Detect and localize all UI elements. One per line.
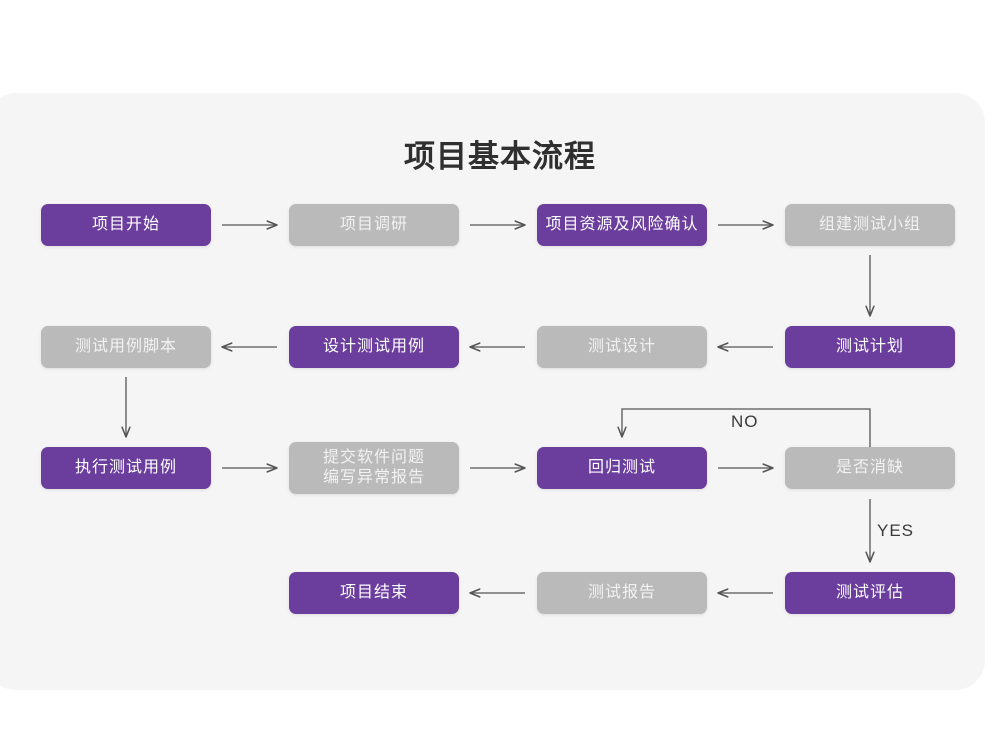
node-design-test-cases[interactable]: 设计测试用例 (289, 326, 459, 368)
node-execute-test-cases[interactable]: 执行测试用例 (41, 447, 211, 489)
edge-label-yes: YES (877, 521, 915, 540)
node-test-case-scripts[interactable]: 测试用例脚本 (41, 326, 211, 368)
node-project-end[interactable]: 项目结束 (289, 572, 459, 614)
node-test-report[interactable]: 测试报告 (537, 572, 707, 614)
node-test-plan[interactable]: 测试计划 (785, 326, 955, 368)
page-title: 项目基本流程 (404, 139, 596, 174)
node-project-start[interactable]: 项目开始 (41, 204, 211, 246)
node-submit-defect-report[interactable]: 提交软件问题 编写异常报告 (289, 442, 459, 494)
edge-label-no: NO (731, 412, 759, 431)
node-test-evaluation[interactable]: 测试评估 (785, 572, 955, 614)
node-project-research[interactable]: 项目调研 (289, 204, 459, 246)
node-defect-resolved[interactable]: 是否消缺 (785, 447, 955, 489)
node-resource-risk-confirm[interactable]: 项目资源及风险确认 (537, 204, 707, 246)
node-build-test-team[interactable]: 组建测试小组 (785, 204, 955, 246)
node-regression-test[interactable]: 回归测试 (537, 447, 707, 489)
node-test-design[interactable]: 测试设计 (537, 326, 707, 368)
